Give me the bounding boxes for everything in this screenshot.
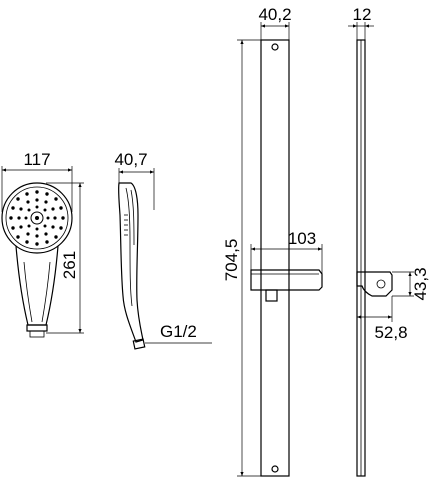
rail-front-view: 40,2 704,5 103	[222, 5, 323, 477]
dim-holder-height: 43,3	[411, 267, 430, 300]
dim-holder-projection: 52,8	[374, 323, 407, 342]
dim-handshower-width: 117	[23, 150, 50, 169]
dim-handshower-depth: 40,7	[114, 150, 147, 169]
dim-rail-width: 40,2	[258, 5, 291, 24]
dim-handshower-length: 261	[60, 251, 79, 279]
handshower-side-view: 40,7 G1/2	[114, 150, 212, 350]
dim-rail-height: 704,5	[222, 239, 241, 282]
handshower-front-view: 117 261	[1, 150, 84, 338]
dim-holder-width: 103	[288, 229, 316, 248]
dim-rail-depth: 12	[353, 5, 372, 24]
thread-label: G1/2	[160, 322, 197, 341]
rail-side-view: 12 43,3 52,8	[348, 5, 430, 477]
nozzle-pattern	[9, 190, 65, 246]
